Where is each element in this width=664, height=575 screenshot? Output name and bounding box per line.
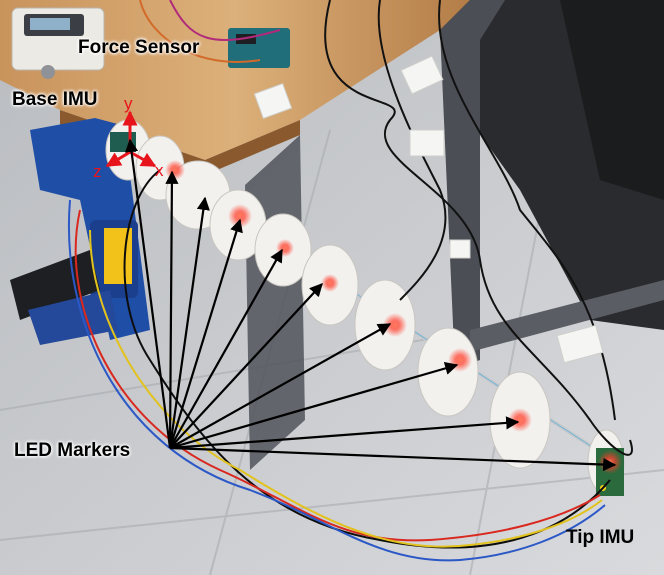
led-markers-label: LED Markers — [14, 440, 131, 461]
force-sensor-label: Force Sensor — [78, 37, 200, 58]
axis-label-z: z — [93, 162, 102, 181]
wires — [68, 0, 633, 562]
tape-strips — [253, 55, 604, 364]
table-leg — [440, 0, 505, 370]
axis-label-y: y — [124, 94, 133, 113]
tip-imu-label: Tip IMU — [566, 527, 635, 548]
led-marker-arrows — [124, 138, 617, 472]
table-top — [0, 0, 470, 160]
base-imu-label: Base IMU — [12, 89, 98, 110]
axis-label-x: x — [155, 161, 164, 180]
